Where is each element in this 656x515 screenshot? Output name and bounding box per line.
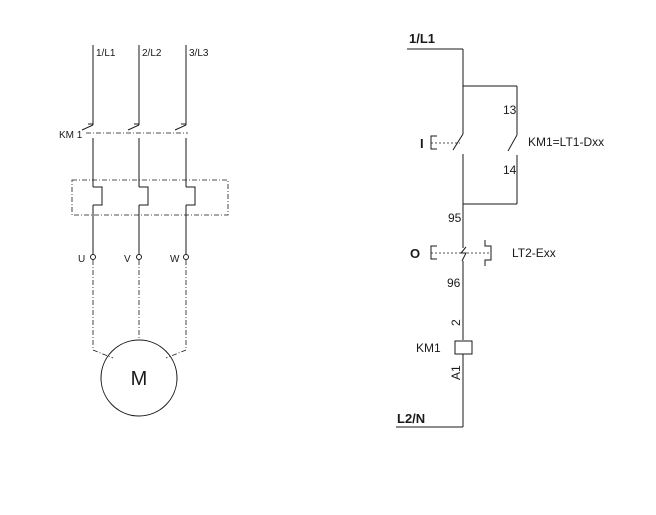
start-button-label: I <box>420 136 424 151</box>
stop-unit-label: LT2-Exx <box>512 246 556 260</box>
contactor-coil: KM1 <box>416 340 473 355</box>
motor-lead-w <box>165 260 187 359</box>
start-pushbutton: I <box>420 133 464 204</box>
main-contact-3 <box>174 124 187 131</box>
start-unit-label: KM1=LT1-Dxx <box>528 135 604 149</box>
motor-label: M <box>131 368 148 390</box>
contact-95-label: 95 <box>448 211 462 225</box>
motor-lead-u <box>92 260 114 359</box>
overload-enclosure <box>71 179 229 216</box>
coil-symbol <box>454 340 473 355</box>
thermal-overload-relay <box>71 179 229 216</box>
start-contact <box>452 133 464 151</box>
terminal-label-v: V <box>124 254 131 265</box>
contact-14-label: 14 <box>503 163 517 177</box>
motor-symbol <box>100 339 178 417</box>
heater-element-2 <box>139 186 149 206</box>
overload-contact <box>484 240 492 266</box>
coil-label: KM1 <box>416 341 441 355</box>
terminal-u <box>90 254 96 260</box>
phase-label-2: 2/L2 <box>142 48 162 59</box>
coil-terminal-a1: A1 <box>449 365 463 380</box>
stop-pushbutton: O LT2-Exx <box>410 240 556 266</box>
holding-contact: 13 14 KM1=LT1-Dxx <box>463 85 604 204</box>
supply-top-label: 1/L1 <box>409 31 435 46</box>
main-contact-1 <box>81 124 94 131</box>
contactor-km1 <box>81 123 188 134</box>
phase-label-1: 1/L1 <box>96 48 116 59</box>
contact-96-label: 96 <box>447 276 461 290</box>
contact-13-label: 13 <box>503 103 517 117</box>
terminal-w <box>183 254 189 260</box>
phase-label-3: 3/L3 <box>189 48 209 59</box>
stop-button-actuator <box>430 245 437 260</box>
holding-contact-blade <box>507 134 518 152</box>
contactor-label: KM 1 <box>59 130 83 141</box>
stop-button-label: O <box>410 246 420 261</box>
heater-element-1 <box>93 186 103 206</box>
coil-terminal-2: 2 <box>449 319 463 326</box>
control-circuit: 1/L1 I 13 14 KM1=LT1-Dxx 95 O <box>396 31 604 428</box>
terminal-v <box>136 254 142 260</box>
main-contact-2 <box>127 124 140 131</box>
power-circuit: 1/L1 2/L2 3/L3 KM 1 <box>59 45 229 417</box>
stop-contact <box>459 246 467 262</box>
heater-element-3 <box>186 186 196 206</box>
terminal-label-w: W <box>170 254 180 265</box>
supply-bottom-label: L2/N <box>397 411 425 426</box>
start-button-actuator <box>430 135 437 150</box>
terminal-label-u: U <box>78 254 85 265</box>
